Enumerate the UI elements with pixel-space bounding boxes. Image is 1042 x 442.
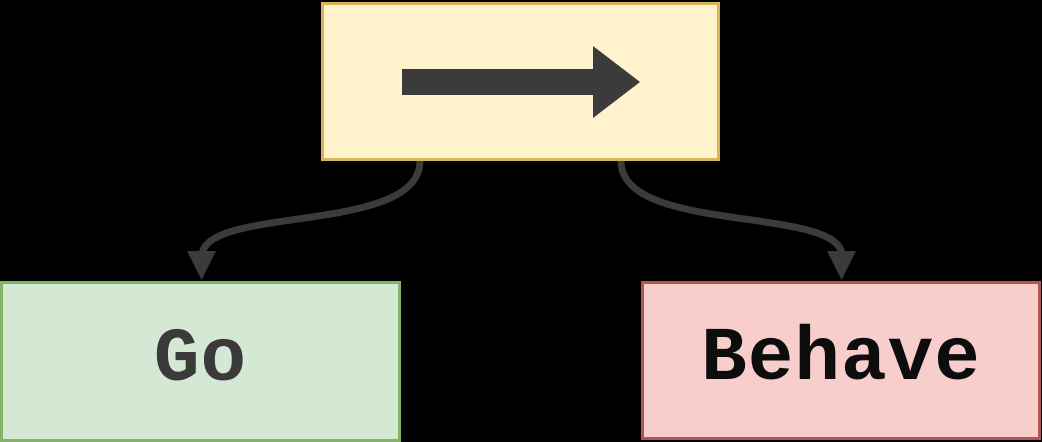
node-behave-label: Behave [701,315,981,402]
arrowhead-down-icon [187,251,216,280]
right-arrow-icon [401,45,640,118]
edge-to-go-path [198,157,424,260]
edge-to-behave [617,157,856,280]
edge-to-go [187,157,424,280]
arrowhead-down-icon [827,251,856,280]
right-arrow-shape [401,45,640,118]
node-go-label: Go [153,316,248,403]
node-behave: Behave [641,281,1041,440]
edge-to-behave-path [617,157,846,260]
node-go: Go [0,281,401,442]
node-transform [321,2,720,161]
